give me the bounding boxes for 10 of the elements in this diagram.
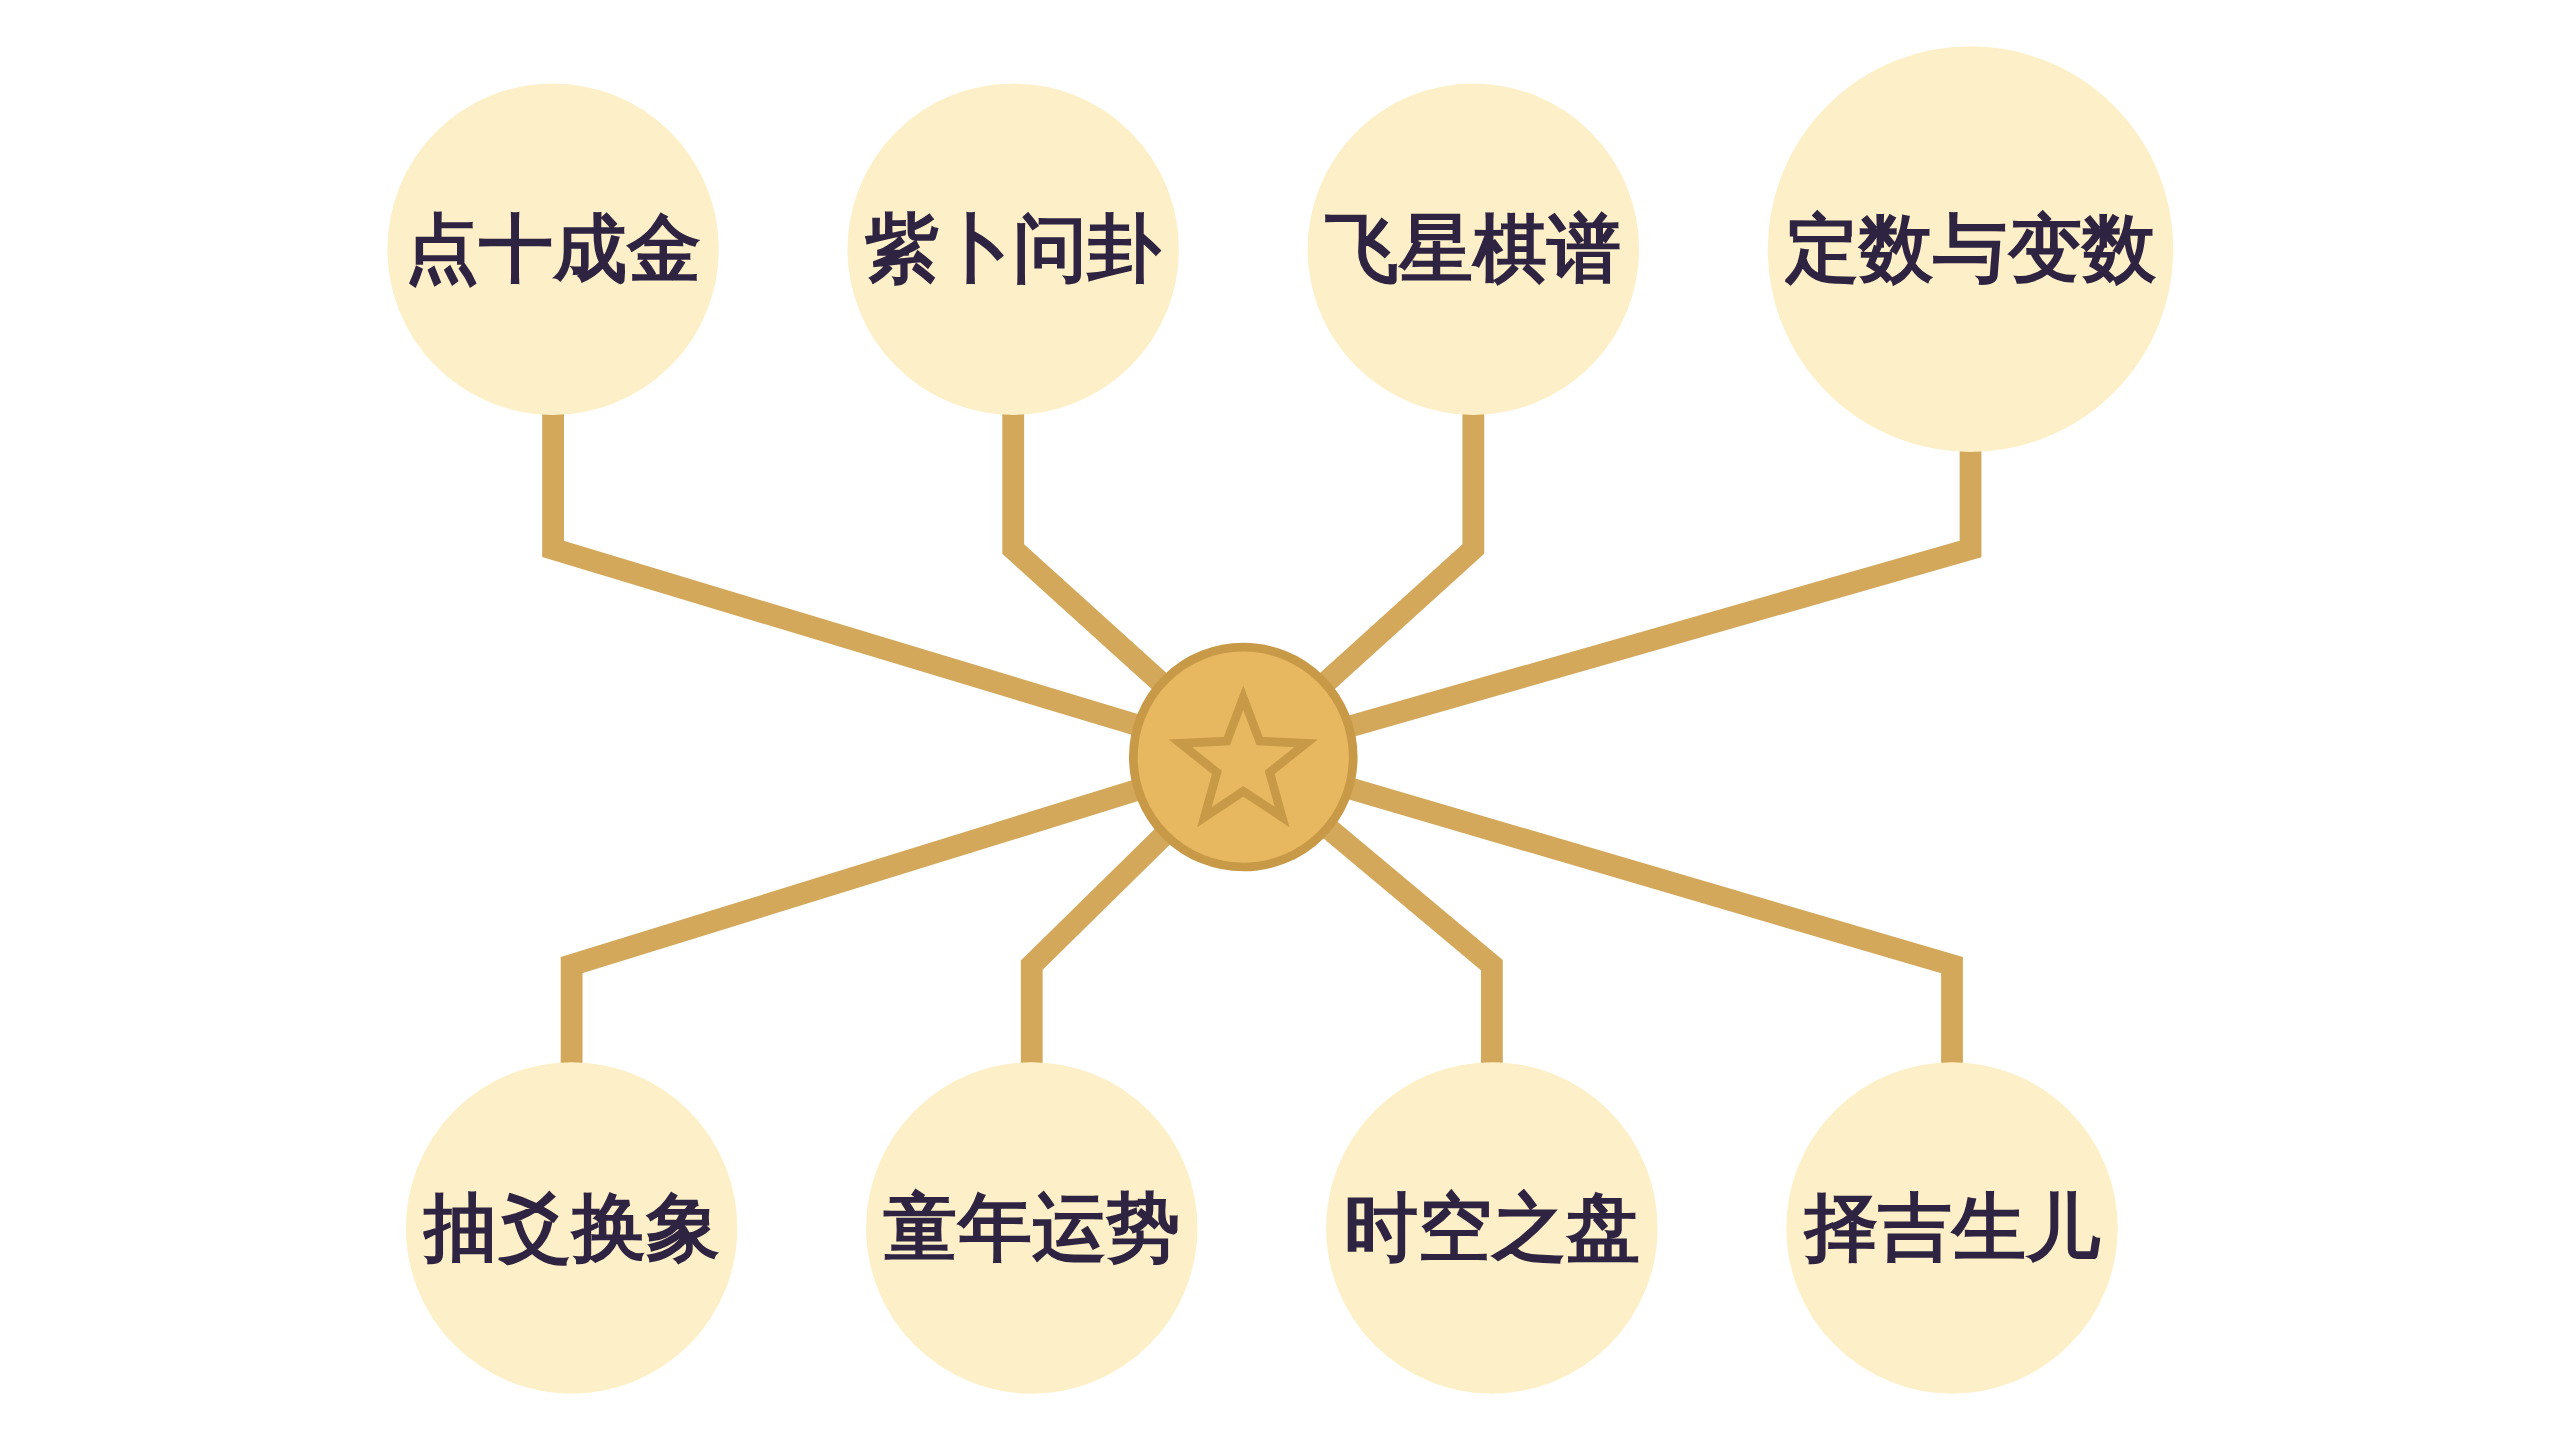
node-circle: 点十成金 xyxy=(387,83,719,415)
node-circle: 童年运势 xyxy=(865,1062,1198,1394)
node-circle: 择吉生儿 xyxy=(1785,1062,2118,1394)
node-circle: 抽爻换象 xyxy=(405,1062,737,1394)
node-circle xyxy=(1128,642,1358,872)
node-circle: 定数与变数 xyxy=(1767,46,2173,452)
node-circle: 时空之盘 xyxy=(1325,1062,1658,1394)
connector xyxy=(1001,413,1169,692)
node-circle: 紫卜问卦 xyxy=(847,83,1179,415)
node-circle: 飞星棋谱 xyxy=(1307,83,1639,415)
